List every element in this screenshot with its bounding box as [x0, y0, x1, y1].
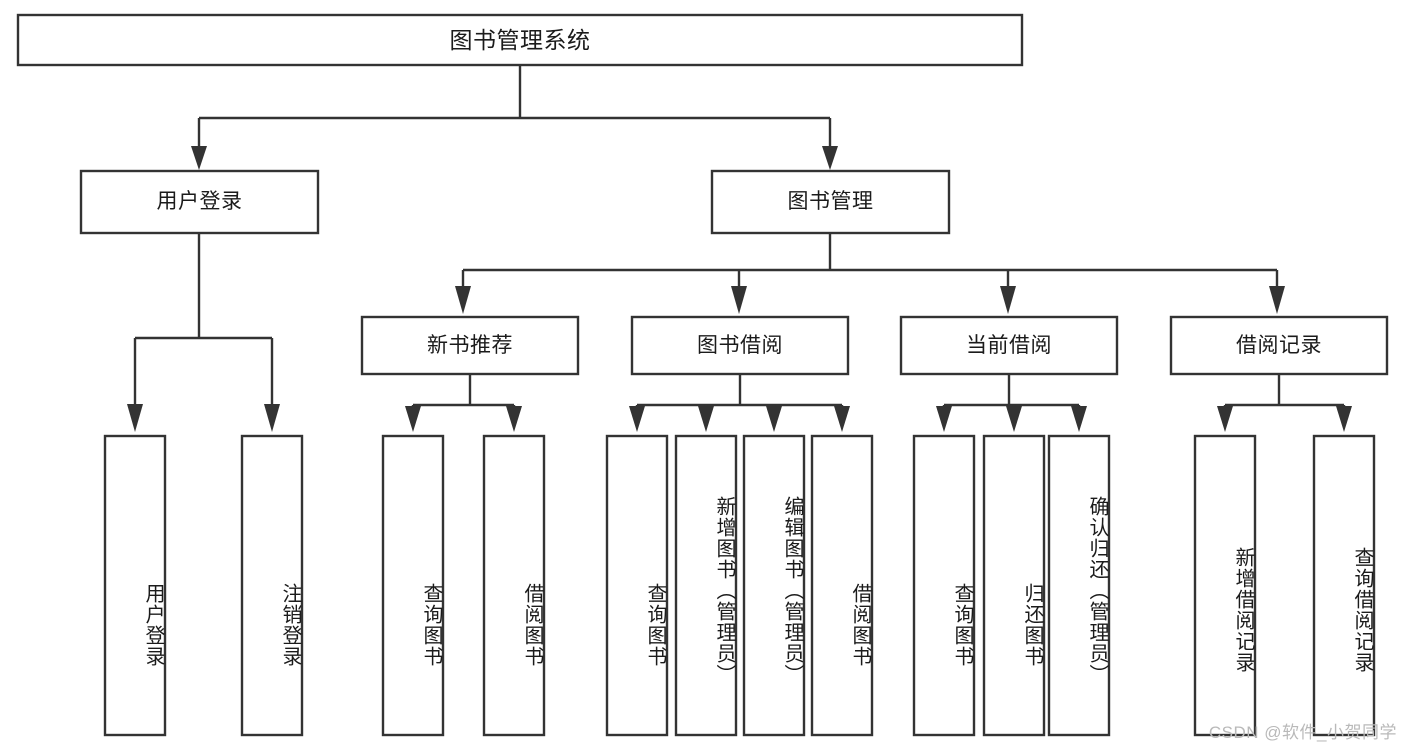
leaf-box-user-login-2[interactable]: [240, 434, 304, 737]
node-book-mgmt-box[interactable]: [710, 169, 951, 235]
leaf-box-current-borrow-2[interactable]: [982, 434, 1046, 737]
arrow-new-book-leaf-2: [506, 406, 522, 432]
arrow-book-borrow-leaf-1: [629, 406, 645, 432]
leaf-box-new-book-1[interactable]: [381, 434, 445, 737]
leaf-box-user-login-1[interactable]: [103, 434, 167, 737]
arrow-borrow-record-leaf-1: [1217, 406, 1233, 432]
arrow-book-mgmt-child-4: [1269, 286, 1285, 314]
arrow-book-mgmt-child-2: [731, 286, 747, 314]
arrow-new-book-leaf-1: [405, 406, 421, 432]
arrow-current-borrow-leaf-3: [1071, 406, 1087, 432]
leaf-box-current-borrow-1[interactable]: [912, 434, 976, 737]
node-current-borrow-box[interactable]: [899, 315, 1119, 376]
leaf-box-book-borrow-1[interactable]: [605, 434, 669, 737]
arrow-current-borrow-leaf-2: [1006, 406, 1022, 432]
arrow-root-to-user-login: [191, 146, 207, 170]
leaf-box-book-borrow-4[interactable]: [810, 434, 874, 737]
watermark-label: CSDN @软件_小贺同学: [1208, 723, 1397, 742]
leaf-box-book-borrow-2[interactable]: [674, 434, 738, 737]
node-root-box[interactable]: [16, 13, 1024, 67]
arrow-user-login-leaf-2: [264, 404, 280, 432]
leaf-box-book-borrow-3[interactable]: [742, 434, 806, 737]
arrow-book-borrow-leaf-3: [766, 406, 782, 432]
leaf-box-borrow-record-1[interactable]: [1193, 434, 1257, 737]
node-borrow-record-box[interactable]: [1169, 315, 1389, 376]
leaf-box-current-borrow-3[interactable]: [1047, 434, 1111, 737]
arrow-book-borrow-leaf-4: [834, 406, 850, 432]
node-user-login-box[interactable]: [79, 169, 320, 235]
arrow-root-to-book-mgmt: [822, 146, 838, 170]
arrow-book-mgmt-child-1: [455, 286, 471, 314]
leaf-box-new-book-2[interactable]: [482, 434, 546, 737]
arrow-borrow-record-leaf-2: [1336, 406, 1352, 432]
arrow-user-login-leaf-1: [127, 404, 143, 432]
arrow-current-borrow-leaf-1: [936, 406, 952, 432]
arrow-book-borrow-leaf-2: [698, 406, 714, 432]
node-book-borrow-box[interactable]: [630, 315, 850, 376]
node-new-book-box[interactable]: [360, 315, 580, 376]
arrow-book-mgmt-child-3: [1000, 286, 1016, 314]
leaf-box-borrow-record-2[interactable]: [1312, 434, 1376, 737]
